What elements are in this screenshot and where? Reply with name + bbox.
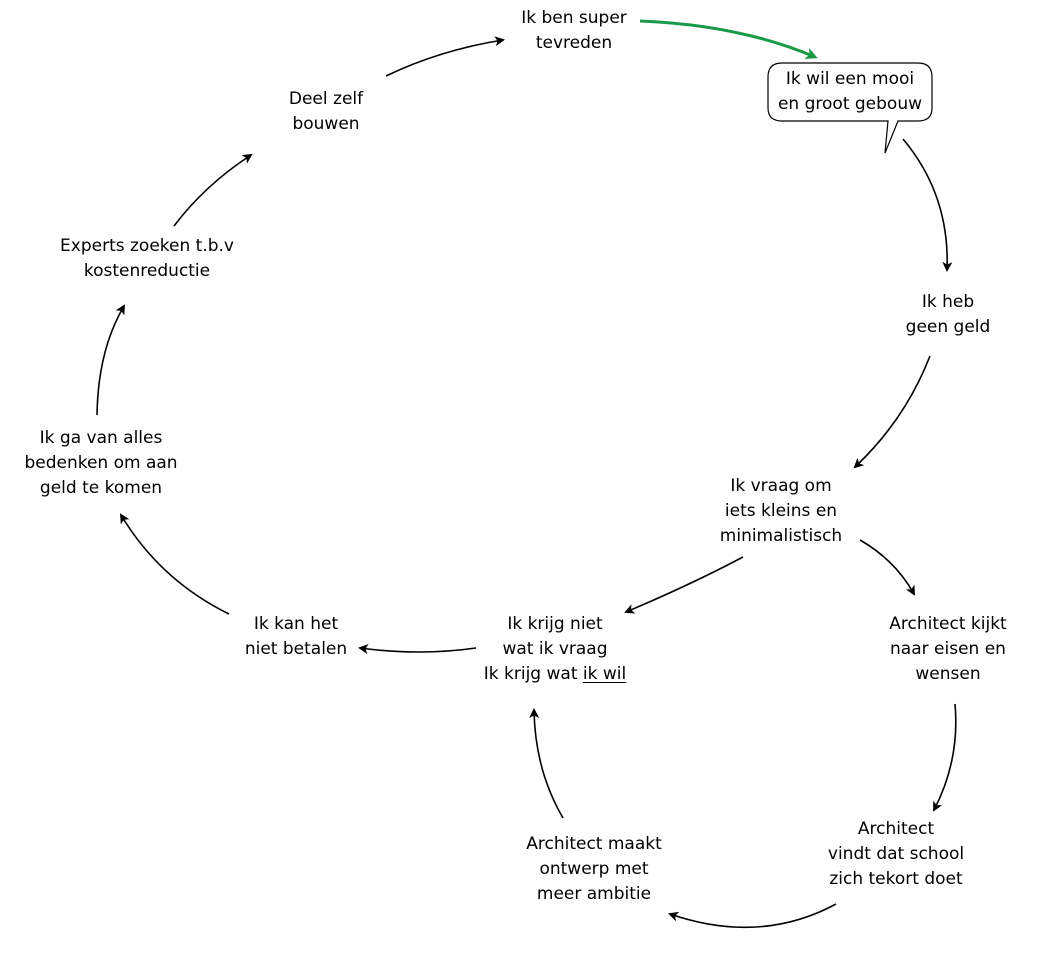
node-experts: Experts zoeken t.b.v kostenreductie xyxy=(60,236,234,281)
arrow-deel-zelf-to-tevreden xyxy=(385,36,505,77)
underlined-ik-wil: ik wil xyxy=(582,664,627,684)
node-architect-maakt: Architect maakt ontwerp met meer ambitie xyxy=(526,834,662,904)
node-architect-kijkt: Architect kijkt naar eisen en wensen xyxy=(889,614,1007,684)
arrow-betalen-to-bedenken xyxy=(119,513,230,615)
speech-bubble xyxy=(767,62,933,154)
arrow-vraag-to-kijkt xyxy=(859,539,915,596)
arrow-bedenken-to-experts xyxy=(96,304,126,416)
node-geen-geld: Ik heb geen geld xyxy=(905,292,991,337)
node-super-tevreden: Ik ben super tevreden xyxy=(521,8,627,53)
node-deel-zelf: Deel zelf bouwen xyxy=(288,89,364,134)
node-ga-bedenken: Ik ga van alles bedenken om aan geld te … xyxy=(24,428,178,498)
node-architect-vindt: Architect vindt dat school zich tekort d… xyxy=(827,819,965,889)
arrow-wil-to-geen-geld xyxy=(902,138,953,272)
arrow-experts-to-deel-zelf xyxy=(173,153,253,227)
arrow-geen-geld-to-vraag xyxy=(853,355,931,469)
arrow-vindt-to-maakt xyxy=(668,903,837,929)
arrow-vraag-to-krijg-niet xyxy=(624,556,744,614)
arrow-maakt-to-krijg-niet xyxy=(529,708,564,819)
node-mooi-gebouw: Ik wil een mooi en groot gebouw xyxy=(777,69,923,114)
arrow-krijg-niet-to-betalen xyxy=(358,644,477,655)
node-vraag-klein: Ik vraag om iets kleins en minimalistisc… xyxy=(719,476,843,546)
node-kan-niet-betalen: Ik kan het niet betalen xyxy=(244,614,348,659)
krijg-wat-ik-wil-line: Ik krijg wat ik wil xyxy=(483,664,627,684)
arrow-kijkt-to-vindt xyxy=(933,703,957,812)
arrow-tevreden-to-wil xyxy=(639,19,818,59)
node-krijg-niet: Ik krijg niet wat ik vraag Ik krijg wat … xyxy=(484,612,626,687)
